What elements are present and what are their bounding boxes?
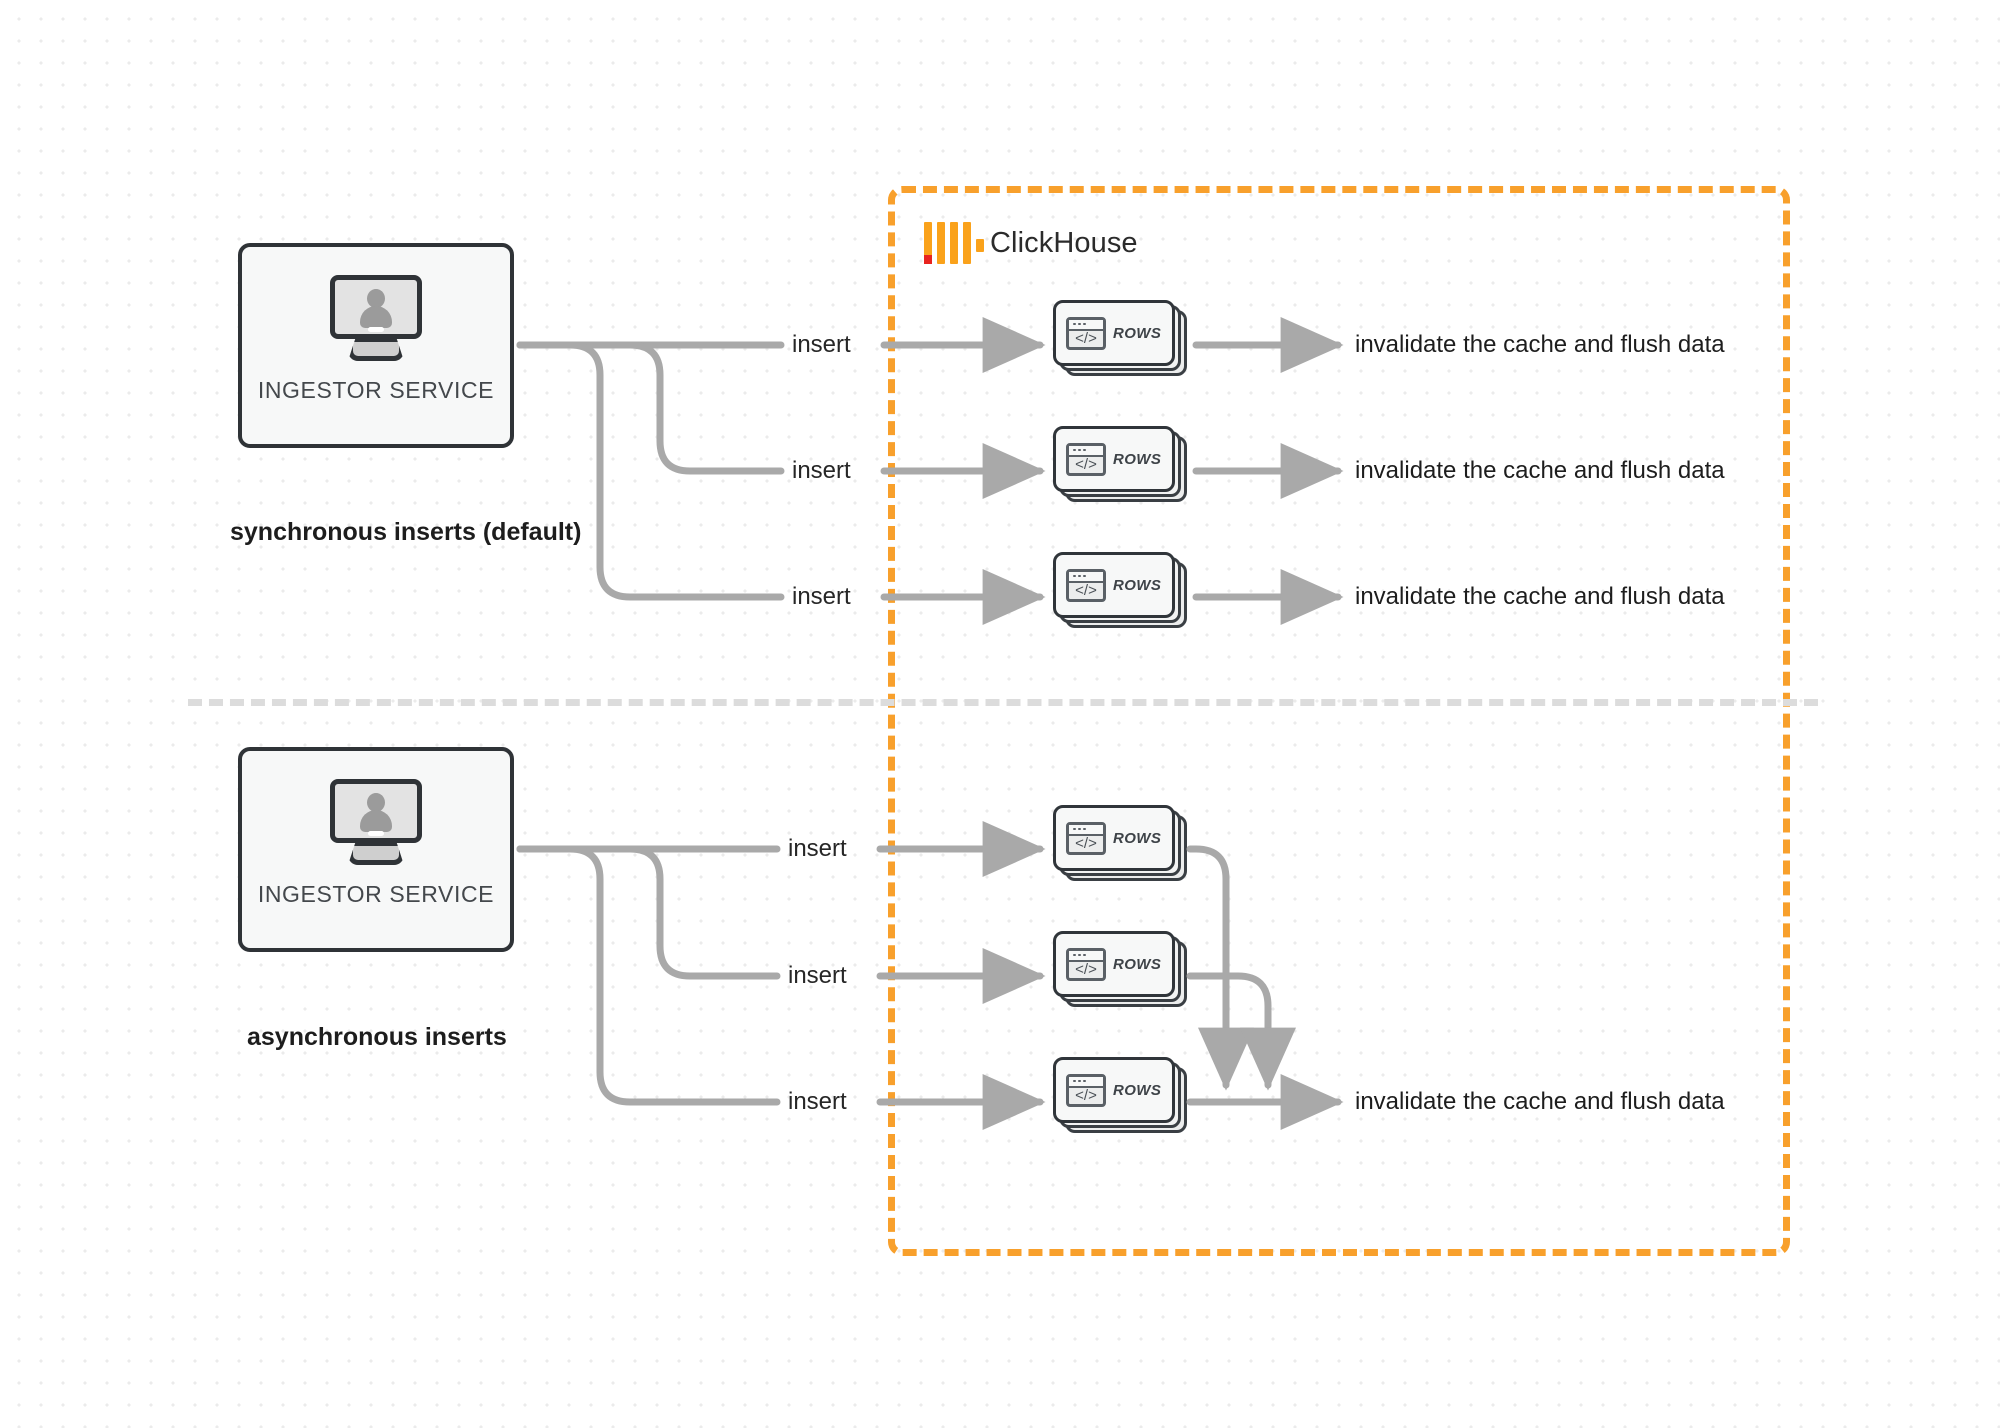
clickhouse-bars-icon <box>924 222 984 264</box>
monitor-user-icon <box>330 275 422 361</box>
ingestor-service-sync[interactable]: INGESTOR SERVICE <box>238 243 514 448</box>
clickhouse-label: ClickHouse <box>990 226 1138 259</box>
ingestor-service-label-async: INGESTOR SERVICE <box>257 881 495 907</box>
flush-label-sync-1: invalidate the cache and flush data <box>1355 331 1725 358</box>
section-divider <box>188 699 1818 706</box>
code-window-icon: </> <box>1066 1073 1106 1107</box>
wire-sync-fanout-3 <box>516 341 785 601</box>
clickhouse-boundary <box>888 186 1790 1256</box>
code-window-icon: </> <box>1066 821 1106 855</box>
group-label-synchronous: synchronous inserts (default) <box>230 518 582 546</box>
wire-sync-fanout-2 <box>516 341 785 475</box>
insert-label-sync-3: insert <box>792 583 851 610</box>
rows-card-async-1[interactable]: </> ROWS <box>1053 805 1187 881</box>
rows-card-label: ROWS <box>1113 829 1162 847</box>
rows-card-sync-1[interactable]: </> ROWS <box>1053 300 1187 376</box>
wire-async-fanout-2 <box>516 845 781 980</box>
clickhouse-logo-group: ClickHouse <box>924 222 1138 264</box>
rows-card-label: ROWS <box>1113 576 1162 594</box>
rows-card-sync-2[interactable]: </> ROWS <box>1053 426 1187 502</box>
insert-label-async-1: insert <box>788 835 847 862</box>
group-label-asynchronous: asynchronous inserts <box>247 1023 507 1051</box>
ingestor-service-async[interactable]: INGESTOR SERVICE <box>238 747 514 952</box>
code-window-icon: </> <box>1066 316 1106 350</box>
monitor-user-icon <box>330 779 422 865</box>
insert-label-sync-1: insert <box>792 331 851 358</box>
insert-label-async-3: insert <box>788 1088 847 1115</box>
insert-label-sync-2: insert <box>792 457 851 484</box>
rows-card-label: ROWS <box>1113 324 1162 342</box>
flush-label-sync-2: invalidate the cache and flush data <box>1355 457 1725 484</box>
rows-card-async-3[interactable]: </> ROWS <box>1053 1057 1187 1133</box>
code-window-icon: </> <box>1066 442 1106 476</box>
rows-card-label: ROWS <box>1113 1081 1162 1099</box>
insert-label-async-2: insert <box>788 962 847 989</box>
rows-card-label: ROWS <box>1113 955 1162 973</box>
rows-card-async-2[interactable]: </> ROWS <box>1053 931 1187 1007</box>
flush-label-sync-3: invalidate the cache and flush data <box>1355 583 1725 610</box>
code-window-icon: </> <box>1066 947 1106 981</box>
wire-async-fanout-3 <box>516 845 781 1106</box>
rows-card-label: ROWS <box>1113 450 1162 468</box>
flush-label-async-merged: invalidate the cache and flush data <box>1355 1088 1725 1115</box>
rows-card-sync-3[interactable]: </> ROWS <box>1053 552 1187 628</box>
ingestor-service-label-sync: INGESTOR SERVICE <box>257 377 495 403</box>
code-window-icon: </> <box>1066 568 1106 602</box>
